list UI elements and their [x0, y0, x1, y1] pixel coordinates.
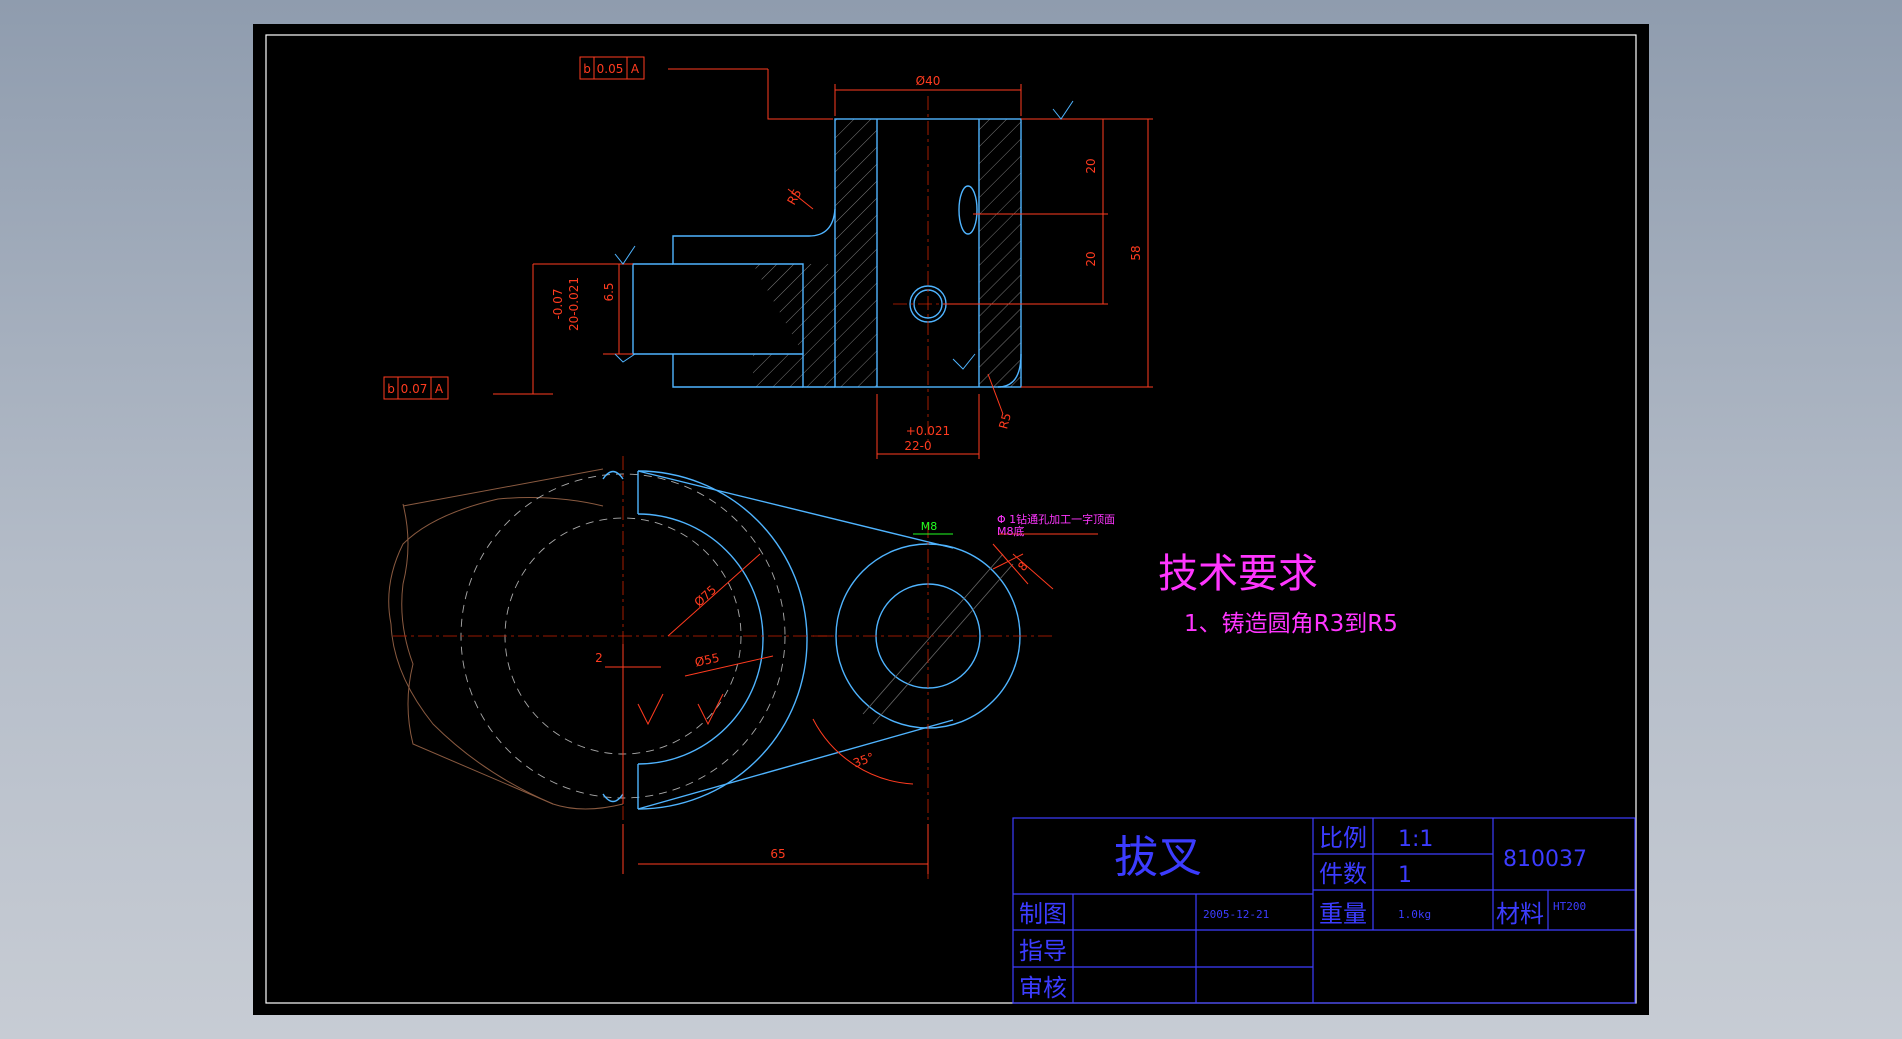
dim-65: 65	[770, 847, 785, 861]
dim-m8: M8	[921, 520, 938, 533]
hatch-left-wall	[835, 119, 877, 387]
title-block: 拔叉 比例 1:1 件数 1 810037 重量 1.0kg 材料 HT200 …	[1012, 817, 1636, 1004]
tb-qty-label: 件数	[1319, 860, 1367, 888]
plan-dim-labels: Ø75 Ø55 2 8 35° 65	[595, 559, 1031, 861]
dim-bore-upper: +0.021	[906, 424, 950, 438]
tb-weight-value: 1.0kg	[1398, 908, 1431, 921]
dim-d55: Ø55	[694, 651, 721, 670]
plan-dimensions	[605, 533, 1098, 874]
tb-part-name: 拔叉	[1114, 832, 1202, 883]
note-line2: M8底	[997, 524, 1025, 538]
dim-58: 58	[1129, 245, 1143, 260]
drawing-sheet: b 0.05 A b 0.07 A Ø40 20 20 58 R5 R5 6.5…	[253, 24, 1649, 1015]
hatch-right-wall	[979, 119, 1021, 387]
section-centerlines	[893, 96, 953, 444]
dim-d75: Ø75	[691, 583, 719, 610]
dim-2: 2	[595, 651, 603, 665]
note-line1: Φ 1钻通孔加工一字顶面	[997, 512, 1115, 526]
tol-top-datum: A	[631, 62, 640, 76]
hatch-arm	[753, 264, 835, 387]
tolerance-frame-left: b 0.07 A	[383, 376, 449, 400]
section-dim-labels: Ø40 20 20 58 R5 R5 6.5 -0.07 20-0.021 +0…	[551, 74, 1143, 453]
section-dimensions	[493, 68, 1153, 459]
tb-material-value: HT200	[1553, 900, 1586, 913]
cad-drawing: b 0.05 A b 0.07 A Ø40 20 20 58 R5 R5 6.5…	[265, 34, 1637, 1004]
tol-left-value: 0.07	[401, 382, 428, 396]
tb-guide-label: 指导	[1019, 937, 1067, 965]
tol-left-symbol: b	[387, 382, 395, 396]
roughness-marks	[614, 100, 1074, 370]
section-view: b 0.05 A b 0.07 A Ø40 20 20 58 R5 R5 6.5…	[383, 56, 1153, 459]
tb-review-label: 审核	[1019, 974, 1067, 1002]
phantom-outline	[388, 468, 624, 810]
tb-scale-value: 1:1	[1398, 827, 1433, 852]
tol-top-value: 0.05	[597, 62, 624, 76]
dim-top-diameter: Ø40	[916, 74, 941, 88]
dim-tol-left-upper: -0.07	[551, 288, 565, 319]
dim-r5-bottom: R5	[996, 411, 1014, 430]
tb-drawing-no: 810037	[1503, 847, 1587, 872]
plan-outline	[602, 470, 1021, 810]
tech-req-item1: 1、铸造圆角R3到R5	[1184, 611, 1398, 637]
dim-6-5: 6.5	[602, 282, 616, 301]
tol-top-symbol: b	[583, 62, 591, 76]
plan-roughness	[637, 693, 724, 726]
dim-20-upper: 20	[1084, 158, 1098, 173]
inner-frame	[265, 34, 1637, 1004]
tb-weight-label: 重量	[1319, 900, 1367, 928]
tb-scale-label: 比例	[1319, 824, 1367, 852]
plan-view: Ø75 Ø55 2 8 35° 65 M8 Φ 1钻通孔加工一字顶面 M8底	[388, 456, 1115, 879]
tol-left-datum: A	[435, 382, 444, 396]
dim-bore-lower: 22-0	[904, 439, 931, 453]
dim-tol-left-lower: 20-0.021	[567, 277, 581, 331]
tech-req-title: 技术要求	[1158, 551, 1318, 597]
dim-r5-top: R5	[784, 187, 804, 208]
tb-material-label: 材料	[1496, 900, 1544, 928]
tb-qty-value: 1	[1398, 863, 1412, 888]
dim-angle-35: 35°	[851, 750, 876, 770]
tb-date: 2005-12-21	[1203, 908, 1269, 921]
tolerance-frame-top: b 0.05 A	[579, 56, 645, 80]
dim-20-lower: 20	[1084, 251, 1098, 266]
tb-drawn-label: 制图	[1019, 900, 1067, 928]
thread-hidden-lines	[862, 553, 1014, 725]
section-outline	[632, 118, 1022, 388]
